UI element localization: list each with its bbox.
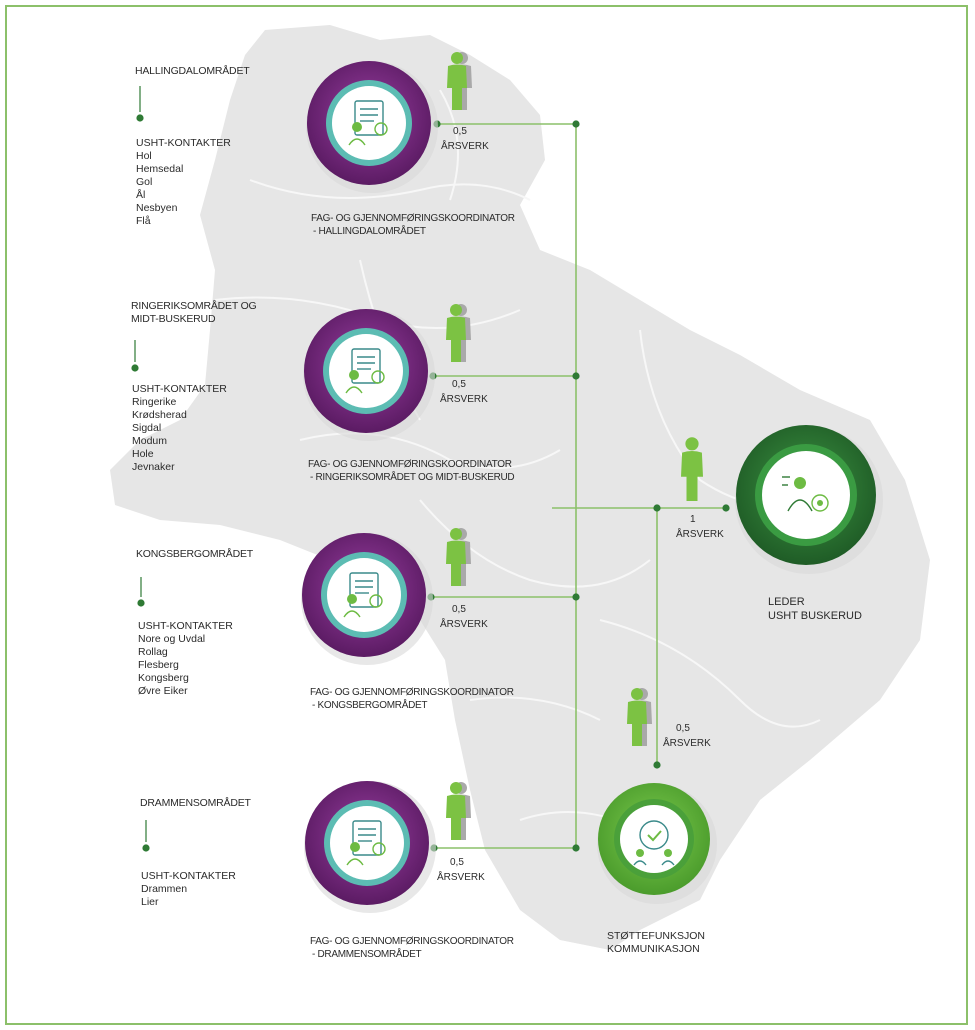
contact-item: Ål [136,189,146,201]
contact-item: Kongsberg [138,672,189,684]
fte-unit-leader: ÅRSVERK [676,529,724,540]
fte-value-leader: 1 [690,514,696,525]
connector-lines [431,123,726,849]
contact-item: Flesberg [138,659,179,671]
caption-line: STØTTEFUNKSJON [607,930,706,942]
contact-item: Hole [132,448,154,460]
region-title-line: KONGSBERGOMRÅDET [136,548,253,560]
contact-item: Flå [136,215,151,227]
caption-line: KOMMUNIKASJON [607,943,700,955]
contact-item: Nesbyen [136,202,178,214]
support-icon [633,820,675,866]
fte-value-kongsberg: 0,5 [452,604,466,615]
fte-value-ringerike: 0,5 [452,379,466,390]
coordinator-caption-hallingdal: FAG- OG GJENNOMFØRINGSKOORDINATOR - HALL… [311,212,515,238]
coordinator-badge-ringerike [303,309,435,441]
contact-item: Ringerike [132,396,177,408]
support-caption: STØTTEFUNKSJON KOMMUNIKASJON [607,930,705,956]
fte-unit-hallingdal: ÅRSVERK [441,141,489,152]
leader-badge [735,425,883,574]
caption-line: FAG- OG GJENNOMFØRINGSKOORDINATOR [310,687,514,698]
contacts-list-kongsberg: USHT-KONTAKTER Nore og Uvdal Rollag Fles… [138,620,233,698]
contacts-heading: USHT-KONTAKTER [141,870,236,882]
region-title-line: DRAMMENSOMRÅDET [140,797,251,809]
contacts-heading: USHT-KONTAKTER [136,137,231,149]
contact-item: Gol [136,176,153,188]
coordinator-icon [343,572,383,618]
buskerud-map [110,25,930,950]
contacts-heading: USHT-KONTAKTER [132,383,227,395]
contacts-list-drammen: USHT-KONTAKTER Drammen Lier [141,870,236,909]
fte-value-drammen: 0,5 [450,857,464,868]
contact-item: Jevnaker [132,461,175,473]
coordinator-caption-kongsberg: FAG- OG GJENNOMFØRINGSKOORDINATOR - KONG… [310,686,514,712]
coordinator-badge-hallingdal [306,61,438,193]
region-bullets [131,86,150,852]
region-title-line: RINGERIKSOMRÅDET OG [131,300,257,312]
coordinator-badge-kongsberg [301,533,433,665]
contact-item: Hemsedal [136,163,184,175]
region-title-hallingdal: HALLINGDALOMRÅDET [135,65,250,78]
person-icon-drammen [446,782,471,840]
coordinator-icon [348,100,388,146]
coordinator-badge-drammen [304,781,436,913]
caption-line: - KONGSBERGOMRÅDET [312,700,428,711]
contact-item: Lier [141,896,159,908]
coordinator-caption-ringerike: FAG- OG GJENNOMFØRINGSKOORDINATOR - RING… [308,458,515,484]
contact-item: Drammen [141,883,188,895]
leader-caption: LEDER USHT BUSKERUD [768,595,862,623]
contact-item: Hol [136,150,152,162]
caption-line: LEDER [768,596,805,608]
support-badge [597,783,717,904]
contacts-list-ringerike: USHT-KONTAKTER Ringerike Krødsherad Sigd… [132,383,227,474]
contact-item: Nore og Uvdal [138,633,206,645]
caption-line: FAG- OG GJENNOMFØRINGSKOORDINATOR [310,936,514,947]
region-title-line: HALLINGDALOMRÅDET [135,65,250,77]
caption-line: - DRAMMENSOMRÅDET [312,949,422,960]
leader-icon [782,476,829,512]
region-title-kongsberg: KONGSBERGOMRÅDET [136,548,253,561]
fte-value-hallingdal: 0,5 [453,126,467,137]
coordinator-caption-drammen: FAG- OG GJENNOMFØRINGSKOORDINATOR - DRAM… [310,935,514,961]
contacts-heading: USHT-KONTAKTER [138,620,233,632]
caption-line: FAG- OG GJENNOMFØRINGSKOORDINATOR [311,213,515,224]
contact-item: Krødsherad [132,409,187,421]
fte-value-support: 0,5 [676,723,690,734]
fte-unit-ringerike: ÅRSVERK [440,394,488,405]
contacts-list-hallingdal: USHT-KONTAKTER Hol Hemsedal Gol Ål Nesby… [136,137,231,228]
diagram-frame [5,5,968,1025]
fte-unit-support: ÅRSVERK [663,738,711,749]
contact-item: Modum [132,435,168,447]
fte-unit-drammen: ÅRSVERK [437,872,485,883]
fte-unit-kongsberg: ÅRSVERK [440,619,488,630]
caption-line: - RINGERIKSOMRÅDET OG MIDT-BUSKERUD [310,472,515,483]
caption-line: - HALLINGDALOMRÅDET [313,226,426,237]
region-title-drammen: DRAMMENSOMRÅDET [140,797,251,810]
caption-line: USHT BUSKERUD [768,610,862,622]
coordinator-icon [345,348,385,394]
coordinator-icon [346,820,386,866]
contact-item: Rollag [138,646,168,658]
caption-line: FAG- OG GJENNOMFØRINGSKOORDINATOR [308,459,512,470]
contact-item: Sigdal [132,422,162,434]
region-title-ringerike: RINGERIKSOMRÅDET OG MIDT-BUSKERUD [131,300,257,326]
region-title-line: MIDT-BUSKERUD [131,313,216,325]
contact-item: Øvre Eiker [138,685,188,697]
